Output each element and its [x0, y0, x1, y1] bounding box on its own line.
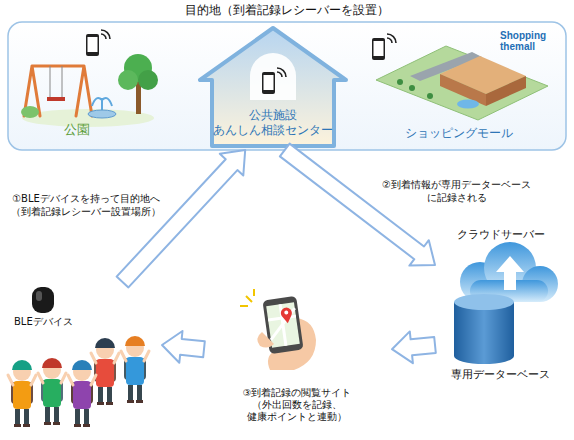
hiker-part — [95, 338, 115, 348]
park-picture — [21, 30, 158, 127]
hiker-part — [68, 375, 96, 385]
hiker-part — [91, 353, 119, 363]
hiker — [38, 358, 66, 425]
park-picture-part — [138, 70, 158, 90]
hiker-part — [96, 359, 114, 387]
hiker-part — [128, 385, 133, 401]
hiker-part — [126, 357, 144, 385]
hiker — [8, 360, 36, 427]
hiker-part — [23, 424, 30, 427]
hiker-part — [125, 336, 145, 346]
park-picture-part — [88, 110, 116, 118]
phone-in-hand-part-part — [280, 307, 293, 324]
hiker-part — [98, 387, 103, 403]
hiker-part — [38, 373, 66, 383]
flow-arrow — [280, 144, 435, 266]
database-cylinder-part — [454, 302, 514, 364]
flow-arrow — [162, 331, 205, 363]
hiker-part — [12, 360, 32, 370]
mall-picture-part — [372, 34, 396, 60]
phone-in-hand-part — [257, 332, 274, 348]
mall-picture-part — [427, 93, 433, 99]
hiker-part — [106, 402, 113, 405]
hiker-part — [83, 424, 90, 427]
house-picture-part — [250, 53, 296, 100]
hiker-part — [53, 422, 60, 425]
phone-in-hand-part — [240, 289, 254, 306]
cloud-database: クラウドサーバー専用データーベース — [435, 228, 568, 385]
step-label: ②到着情報が専用データーベースに記録される — [380, 178, 533, 204]
hiker-part — [54, 407, 59, 423]
viewer-phone: ③到着記録の閲覧サイト（外出回数を記録、健康ポイントと連動） — [204, 295, 392, 425]
phone-in-hand-part-part — [284, 310, 289, 315]
node-text: 公共施設 あんしん相談センター — [193, 108, 353, 138]
node-text: 目的地（到着記録レシーバーを設置） — [8, 2, 566, 18]
hiker-part — [8, 375, 36, 385]
park-picture-part — [47, 97, 65, 101]
hiker-part — [137, 385, 142, 401]
user-group: BLEデバイス — [4, 282, 162, 436]
node-text: 公園 — [64, 122, 90, 138]
mall-picture-part — [409, 85, 415, 91]
hiker-part — [127, 400, 134, 403]
mall-picture-part — [376, 46, 548, 120]
hiker-part — [44, 422, 51, 425]
node-text: BLEデバイス — [14, 315, 73, 328]
park-area: 公園 — [20, 26, 160, 146]
flow-arrow — [117, 150, 246, 287]
hiker-part — [136, 400, 143, 403]
hiker-part — [13, 381, 31, 409]
hiker-part — [84, 409, 89, 425]
facility-house: 公共施設 あんしん相談センター — [193, 24, 355, 148]
cloud-picture-part — [460, 242, 558, 302]
house-picture-part — [262, 68, 286, 94]
park-picture-part — [50, 66, 62, 98]
phone-in-hand-part-part — [266, 302, 300, 347]
park-picture-part — [21, 106, 39, 118]
park-picture-part — [86, 30, 110, 56]
hiker — [121, 336, 149, 403]
mall-picture-part — [457, 100, 479, 109]
node-text: 専用データーベース — [435, 368, 566, 382]
destination-outline-part — [8, 22, 566, 150]
hiker-part — [97, 402, 104, 405]
hiker-part — [42, 358, 62, 368]
hiker-part — [107, 387, 112, 403]
hiker — [91, 338, 119, 405]
park-picture-part — [118, 70, 138, 90]
hiker-part — [75, 409, 80, 425]
destination-outline — [8, 22, 566, 150]
cloud-picture-part — [496, 256, 524, 290]
database-cylinder — [454, 294, 514, 364]
mall-picture-part — [397, 79, 403, 85]
logo-text: Shopping themall — [500, 30, 558, 52]
hiker-part — [74, 424, 81, 427]
hiker-part — [24, 409, 29, 425]
hiker-part — [72, 360, 92, 370]
node-text: ショッピングモール — [360, 126, 558, 141]
hikers — [8, 336, 149, 427]
node-text: ③到着記録の閲覧サイト（外出回数を記録、健康ポイントと連動） — [204, 387, 390, 423]
mall-picture-part — [486, 76, 526, 106]
hiker-part — [73, 381, 91, 409]
hiker-part — [14, 424, 21, 427]
database-cylinder-part — [454, 294, 514, 310]
ble-device — [32, 287, 54, 313]
hiker — [68, 360, 96, 427]
destination-area: 目的地（到着記録レシーバーを設置） 公園 公共施設 あんしん相談センターショッピング… — [8, 2, 566, 150]
node-text: クラウドサーバー — [435, 228, 566, 242]
flow-arrow — [392, 331, 436, 363]
hiker-part — [43, 379, 61, 407]
hiker-part — [121, 351, 149, 361]
cloud-picture — [460, 242, 558, 302]
hiker-part — [45, 407, 50, 423]
phone-in-hand-part-part — [266, 302, 300, 347]
phone-in-hand — [240, 289, 316, 370]
step-label: ①BLEデバイスを持って目的地へ（到着記録レシーバー設置場所） — [8, 192, 164, 218]
hiker-part — [15, 409, 20, 425]
ble-device-part — [32, 287, 54, 313]
ble-device-part — [36, 291, 42, 301]
